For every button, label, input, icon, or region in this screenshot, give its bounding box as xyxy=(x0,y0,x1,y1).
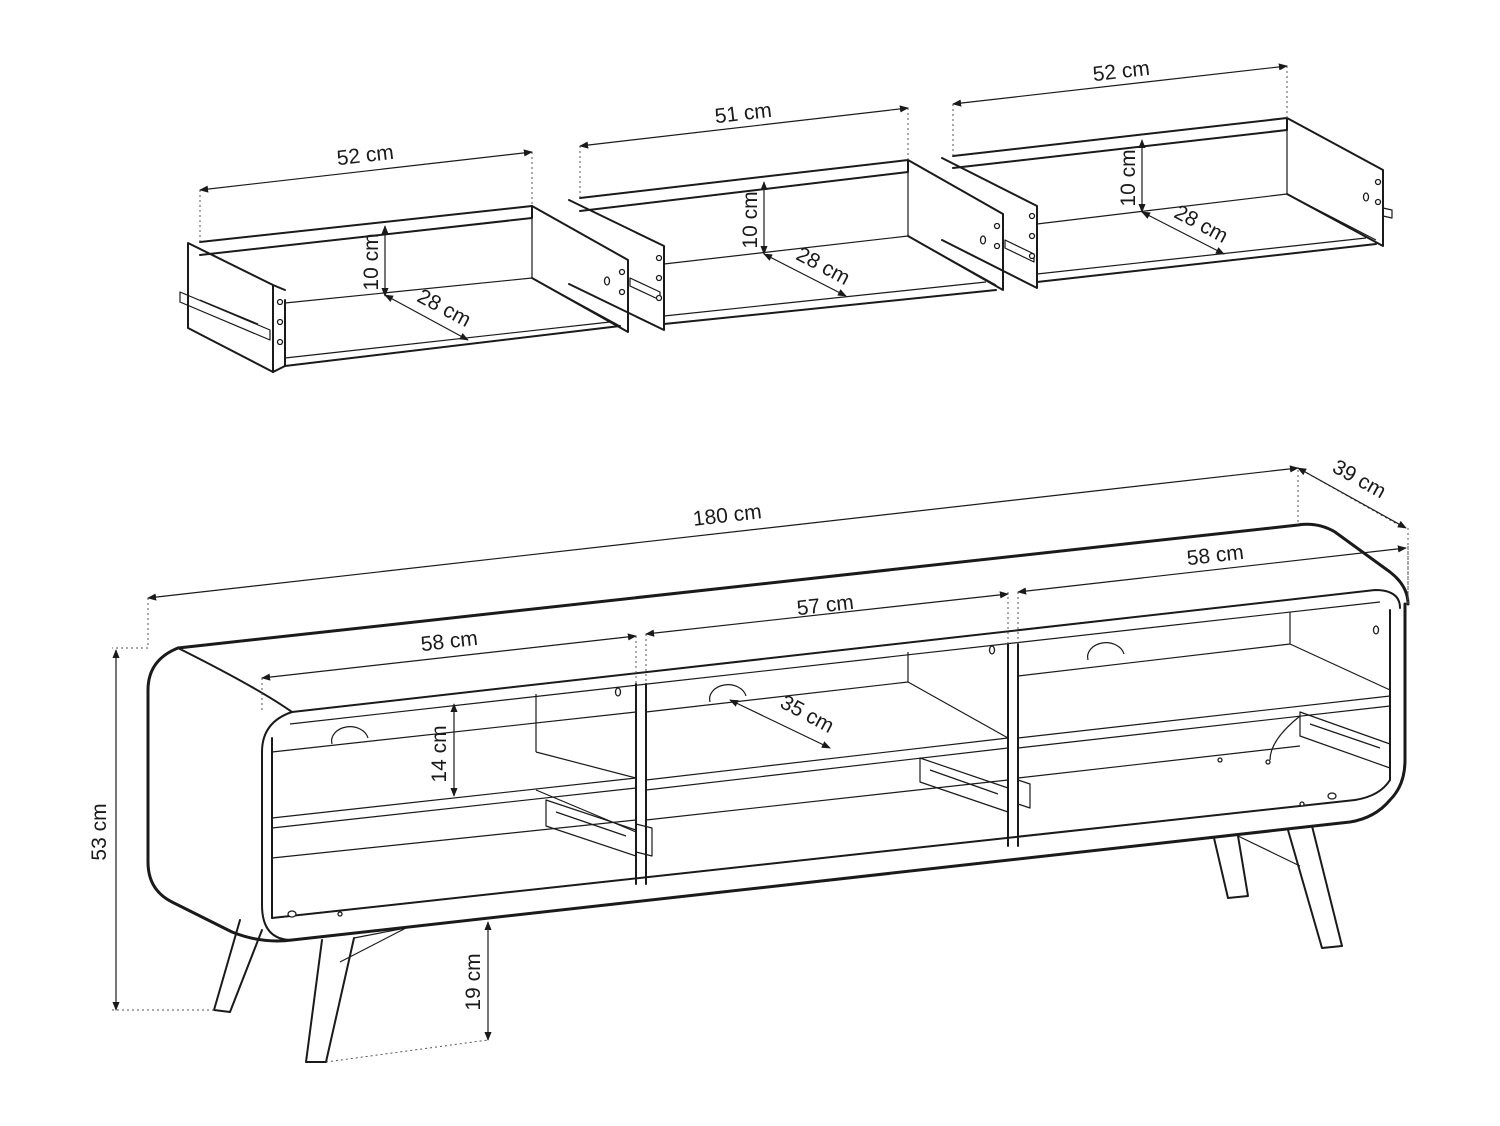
screw-hole xyxy=(993,242,1001,250)
middle-compartment-line xyxy=(645,591,1009,637)
drawer-left-depth-label: 28 cm xyxy=(413,285,474,332)
leg-height-label: 19 cm xyxy=(462,953,485,1010)
left-compartment-label: 58 cm xyxy=(420,627,479,656)
drawer-middle-depth-line xyxy=(763,253,847,297)
drawer-right-width-label: 52 cm xyxy=(1092,57,1151,86)
drawer-right: 52 cm 10 cm 28 cm xyxy=(941,57,1393,289)
screw-hole xyxy=(993,222,1001,230)
screw-hole xyxy=(618,288,626,296)
drawer-left-width-label: 52 cm xyxy=(336,141,395,170)
right-compartment-line xyxy=(1017,545,1407,595)
drawer-right-width-line xyxy=(952,63,1288,107)
total-width-label: 180 cm xyxy=(692,500,763,531)
drawer-left-width-line xyxy=(199,149,533,193)
shelf-height-label: 14 cm xyxy=(428,725,451,782)
cable-hole xyxy=(708,684,747,703)
depth-line xyxy=(1297,467,1407,529)
screw-hole xyxy=(979,235,987,245)
cable-hole xyxy=(1086,642,1125,661)
screw-hole xyxy=(618,268,626,276)
peg-hole xyxy=(1327,792,1337,800)
tv-cabinet xyxy=(146,522,1410,1063)
screw-hole xyxy=(1362,192,1370,202)
total-width-line xyxy=(147,465,1299,601)
drawer-middle-height-label: 10 cm xyxy=(739,191,762,248)
screw-hole xyxy=(1374,178,1382,186)
inner-depth-line xyxy=(729,699,831,749)
peg-hole xyxy=(988,645,996,655)
cabinet-leg-back-left xyxy=(305,927,407,1063)
screw-hole xyxy=(1028,252,1036,260)
drawer-middle-width-label: 51 cm xyxy=(714,99,773,128)
screw-hole xyxy=(1028,232,1036,240)
cable-hole xyxy=(330,726,369,745)
height-label: 53 cm xyxy=(88,803,111,860)
peg-hole xyxy=(614,687,622,697)
drawer-left-height-label: 10 cm xyxy=(360,233,383,290)
drawer-middle-width-line xyxy=(579,105,909,149)
peg-hole xyxy=(1299,801,1305,807)
left-compartment-line xyxy=(261,633,637,681)
cabinet-leg-back-right xyxy=(1287,825,1343,949)
middle-compartment-label: 57 cm xyxy=(796,591,855,620)
right-compartment-label: 58 cm xyxy=(1186,541,1245,570)
screw-hole xyxy=(603,276,611,286)
drawer-middle: 51 cm 10 cm 28 cm xyxy=(568,99,1004,331)
drawer-left: 52 cm 10 cm 28 cm xyxy=(179,141,629,373)
drawer-left-depth-line xyxy=(384,294,469,341)
depth-label: 39 cm xyxy=(1329,455,1390,503)
cabinet-drawer-rail xyxy=(545,799,653,857)
peg-hole xyxy=(287,910,297,918)
cabinet-leg-front-right xyxy=(1213,835,1301,899)
drawer-right-depth-label: 28 cm xyxy=(1170,201,1231,248)
cabinet-drawer-rail xyxy=(1299,711,1391,769)
screw-hole xyxy=(276,318,284,326)
screw-hole xyxy=(655,294,663,302)
drawer-slide-rail xyxy=(1004,207,1393,263)
screw-hole xyxy=(655,274,663,282)
screw-hole xyxy=(1028,212,1036,220)
drawer-slide-rail xyxy=(629,277,661,301)
cabinet-dimensions: 180 cm 39 cm 53 cm 19 cm 58 cm 57 cm 58 … xyxy=(88,455,1409,1063)
drawer-middle-depth-label: 28 cm xyxy=(792,243,853,290)
drawer-right-height-label: 10 cm xyxy=(1117,149,1140,206)
cabinet-drawer-rail xyxy=(919,757,1031,813)
screw-hole xyxy=(276,338,284,346)
inner-depth-label: 35 cm xyxy=(776,691,837,738)
cabinet-leg-front-left xyxy=(213,919,263,1013)
peg-hole xyxy=(337,911,343,917)
screw-hole xyxy=(276,298,284,306)
peg-hole xyxy=(1217,757,1223,763)
screw-hole xyxy=(1374,198,1382,206)
screw-hole xyxy=(655,254,663,262)
peg-hole xyxy=(1265,759,1271,765)
drawer-slide-rail xyxy=(179,291,271,341)
peg-hole xyxy=(1372,625,1380,635)
drawer-right-depth-line xyxy=(1141,211,1225,255)
